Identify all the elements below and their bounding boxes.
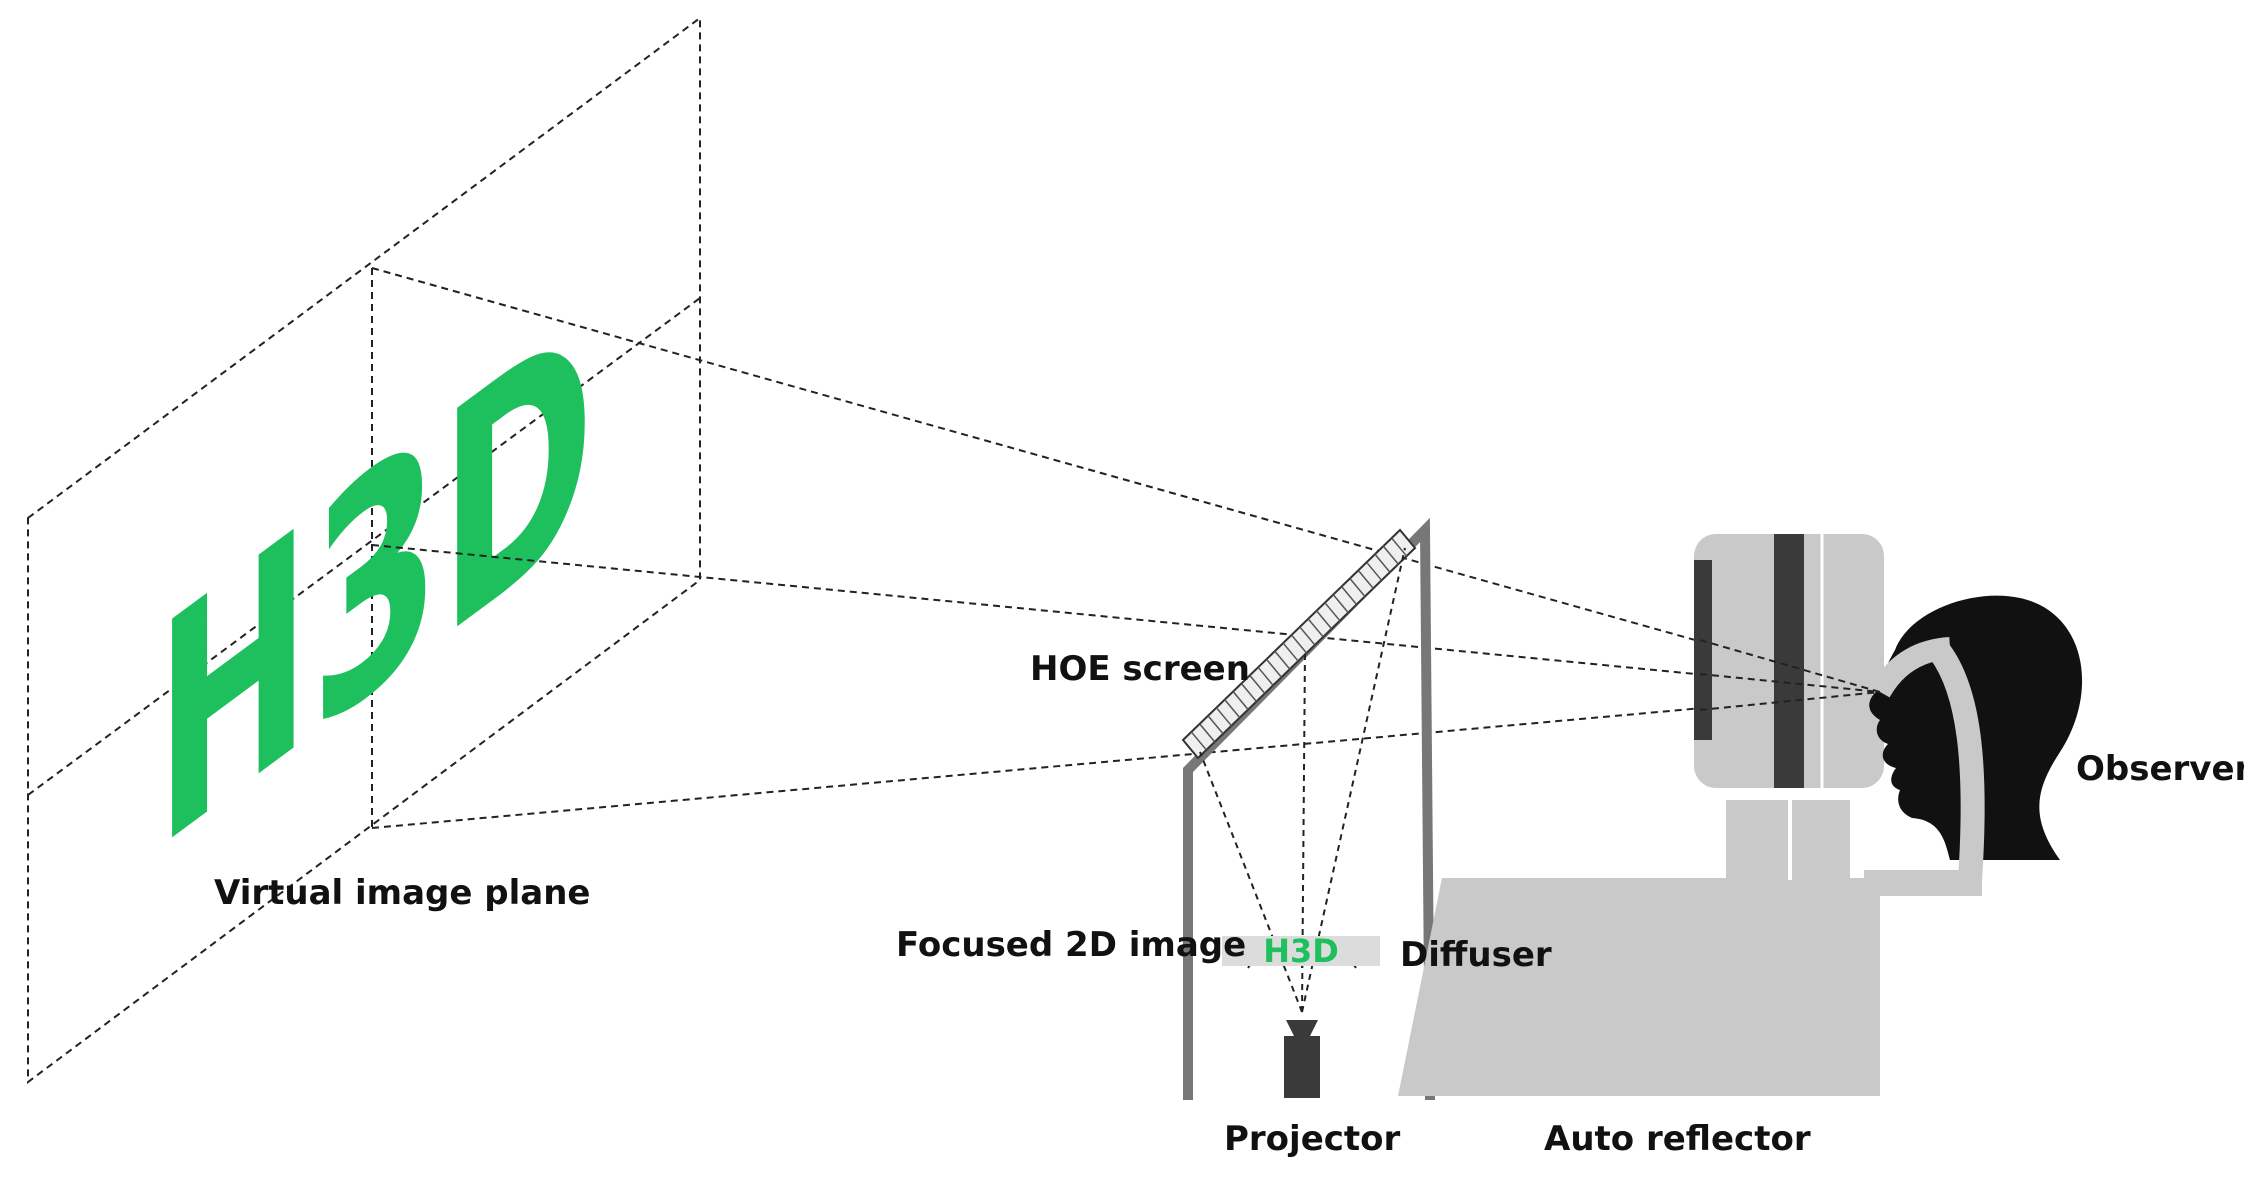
observer xyxy=(1864,595,2083,896)
hoe-hatch-line xyxy=(1391,537,1408,557)
light-rays xyxy=(371,267,1881,829)
hoe-hatch-line xyxy=(1307,618,1324,638)
diffuser-label: Diffuser xyxy=(1400,935,1552,975)
virtual-image-plane-label: Virtual image plane xyxy=(214,873,591,913)
hoe-hatch-line xyxy=(1349,577,1366,597)
auto-reflector xyxy=(1398,534,1884,1096)
hoe-hatch-line xyxy=(1374,553,1391,573)
hoe-hatch-line xyxy=(1282,642,1299,662)
hoe-hatch-line xyxy=(1341,586,1358,606)
virtual-image-plane xyxy=(27,16,701,1084)
hoe-hatch-line xyxy=(1190,731,1207,751)
hoe-hatch-line xyxy=(1224,699,1241,719)
auto-reflector-label: Auto reflector xyxy=(1544,1119,1811,1159)
hoe-hatch-line xyxy=(1274,650,1291,670)
hoe-hatch-line xyxy=(1249,674,1266,694)
hoe-hatch-line xyxy=(1324,602,1341,622)
hoe-screen xyxy=(1181,528,1417,760)
hoe-hatch-line xyxy=(1240,682,1257,702)
hoe-screen-label: HOE screen xyxy=(1030,649,1250,689)
hoe-hatch-line xyxy=(1265,658,1283,678)
hoe-hatch-line xyxy=(1257,666,1274,686)
projector xyxy=(1284,1020,1320,1098)
hoe-hatch-line xyxy=(1366,561,1383,581)
hoe-hatch-line xyxy=(1357,569,1374,589)
hoe-hatch-line xyxy=(1299,626,1316,646)
hoe-hatch-line xyxy=(1207,715,1224,735)
h3d-virtual-image: H3D xyxy=(155,247,594,922)
observer-label: Observer xyxy=(2076,749,2244,789)
diffuser: H3D xyxy=(1222,932,1380,970)
hoe-hatch-line xyxy=(1332,594,1349,614)
hoe-hatch-line xyxy=(1315,610,1333,630)
hoe-hatch-line xyxy=(1199,723,1216,743)
hoe-hatch-line xyxy=(1232,691,1249,711)
svg-text:H3D: H3D xyxy=(155,247,594,922)
hoe-hatch-line xyxy=(1290,634,1308,654)
focused-2d-image-label: Focused 2D image xyxy=(896,925,1246,965)
projector-label: Projector xyxy=(1224,1119,1401,1159)
hoe-hatch-line xyxy=(1382,545,1399,565)
hoe-hatch-line xyxy=(1215,707,1232,727)
focused-2d-image-logo: H3D xyxy=(1263,932,1339,970)
